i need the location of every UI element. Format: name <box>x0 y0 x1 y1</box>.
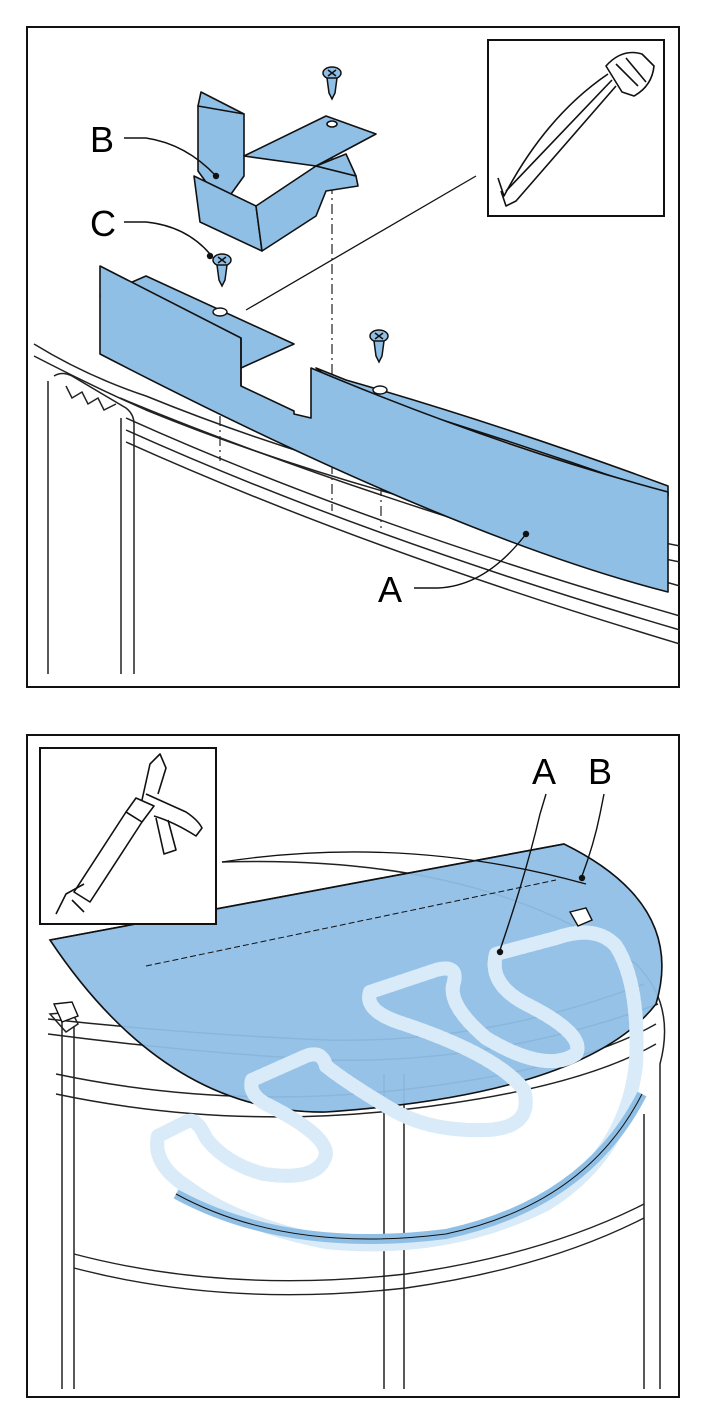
callout-b: B <box>90 119 220 180</box>
step-panel-sealant-top: A B <box>26 734 680 1398</box>
bracket-diagram: B C A <box>26 26 680 688</box>
clip <box>52 907 593 1023</box>
cabinet-post <box>47 372 135 674</box>
callout-b: B <box>578 751 612 882</box>
callout-label-c: C <box>90 203 116 244</box>
callout-a: A <box>378 530 530 610</box>
callout-label-a: A <box>378 569 402 610</box>
caulking-gun-icon <box>39 747 217 925</box>
part-a-panel <box>99 265 669 593</box>
step-panel-mounting-bracket: B C A <box>26 26 680 688</box>
cabinet-rails <box>73 1203 645 1296</box>
callout-c: C <box>90 203 214 260</box>
callout-label-a: A <box>532 751 556 792</box>
sealant-diagram: A B <box>26 734 680 1398</box>
callout-label-b: B <box>90 119 114 160</box>
callout-label-b: B <box>588 751 612 792</box>
hacksaw-icon <box>487 39 665 217</box>
part-b-bracket <box>193 91 377 252</box>
callout-a: A <box>496 751 556 956</box>
part-a-sealant-bead <box>157 933 647 1245</box>
